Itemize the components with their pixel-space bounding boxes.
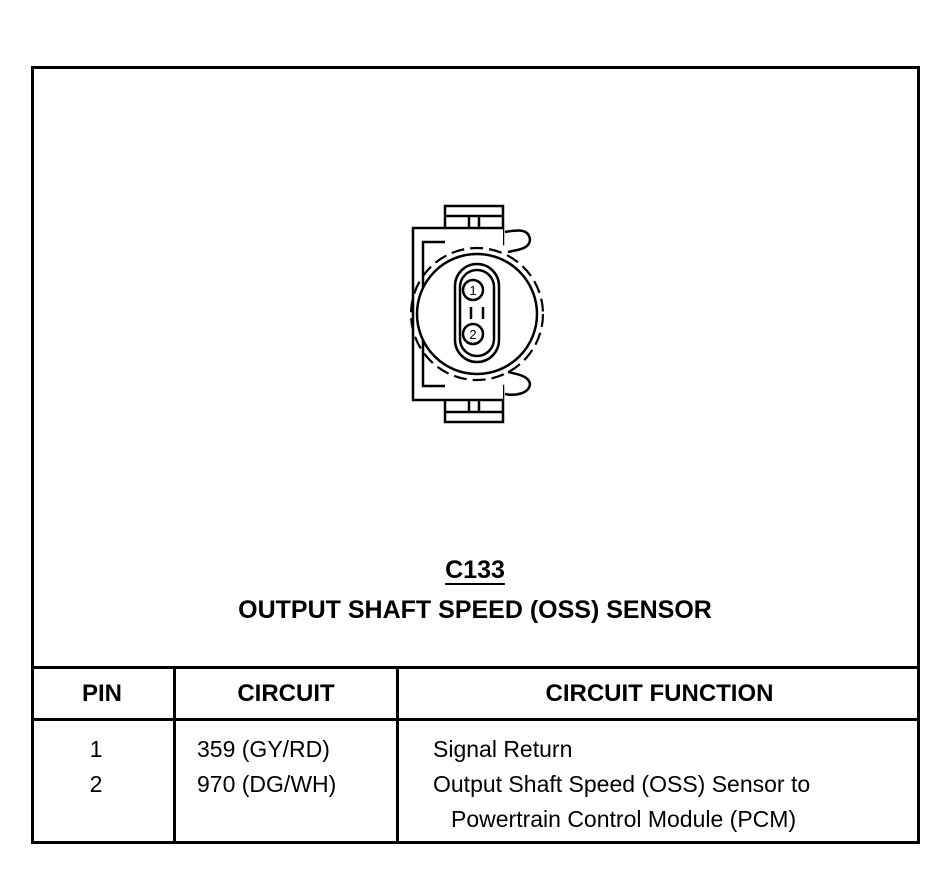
diagram-frame (31, 66, 920, 844)
table-divider-1 (173, 666, 176, 844)
row-2-pin: 2 (89, 771, 103, 797)
row-1-function: Signal Return (433, 736, 573, 762)
row-1-pin: 1 (89, 736, 103, 762)
connector-face-diagram: 1 2 (409, 204, 545, 424)
pin-1-label: 1 (469, 283, 476, 298)
pin-2-label: 2 (469, 327, 476, 342)
table-header-rule (31, 718, 920, 721)
pin-2-circle (461, 322, 485, 346)
header-circuit-function: CIRCUIT FUNCTION (545, 680, 774, 707)
row-2-circuit: 970 (DG/WH) (197, 771, 337, 797)
table-top-rule (31, 666, 920, 669)
top-ear-tab (504, 229, 532, 254)
row-2-function-line-1: Output Shaft Speed (OSS) Sensor to (433, 771, 811, 797)
row-2-function-line-2: Powertrain Control Module (PCM) (451, 806, 797, 832)
header-pin: PIN (81, 680, 122, 707)
header-circuit: CIRCUIT (237, 680, 335, 707)
connector-id: C133 (445, 556, 505, 584)
row-1-circuit: 359 (GY/RD) (197, 736, 330, 762)
pin-1-circle (461, 278, 485, 302)
connector-name: OUTPUT SHAFT SPEED (OSS) SENSOR (238, 596, 712, 624)
pinout-table: PIN CIRCUIT CIRCUIT FUNCTION 1 359 (GY/R… (31, 666, 920, 844)
table-divider-2 (396, 666, 399, 844)
bottom-ear-tab (504, 370, 532, 396)
